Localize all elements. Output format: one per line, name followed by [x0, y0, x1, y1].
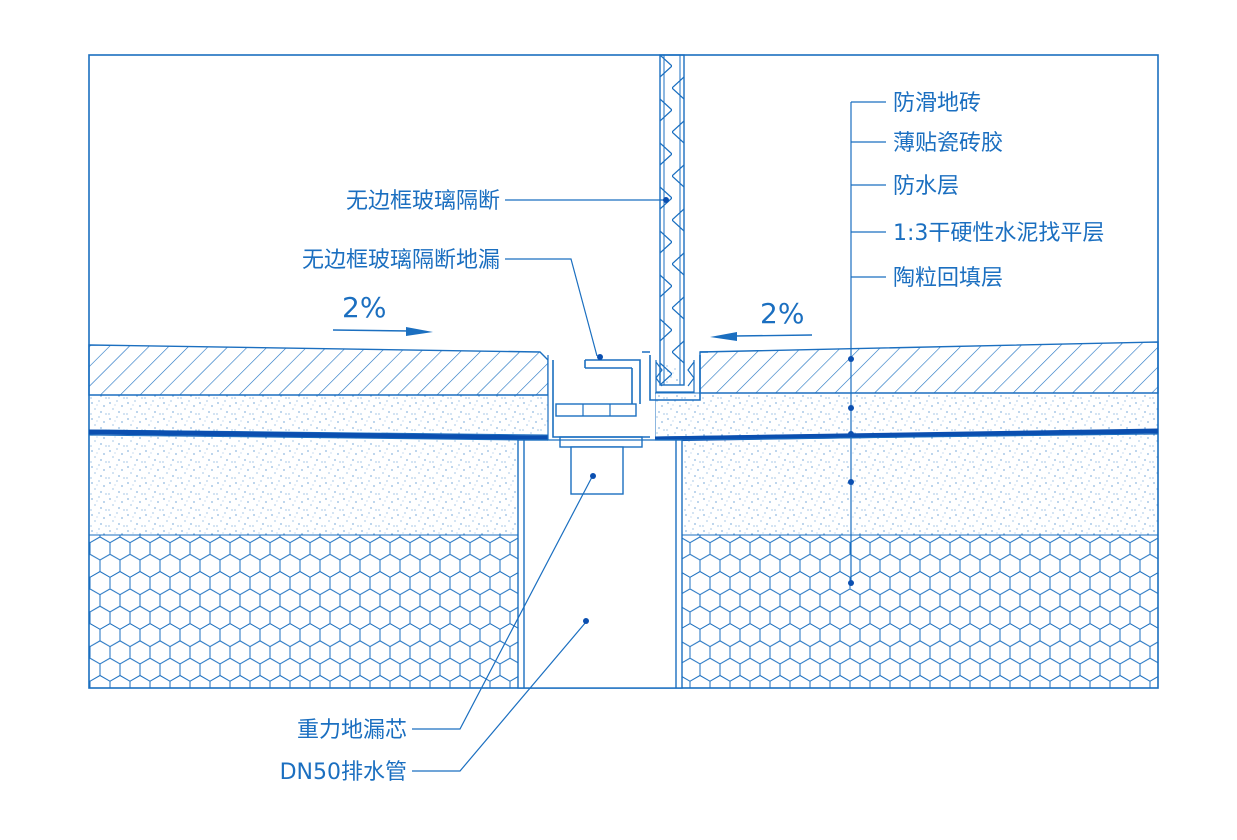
adhesive-layer	[88, 392, 1159, 438]
label-layer-tile: 防滑地砖	[893, 91, 981, 116]
label-layer-screed: 1:3干硬性水泥找平层	[893, 221, 1104, 246]
slope-arrow-left	[332, 327, 433, 336]
label-layer-waterproof: 防水层	[893, 174, 959, 199]
label-drain-pipe: DN50排水管	[280, 760, 407, 785]
slope-label-right: 2%	[760, 297, 804, 330]
linear-drain-body	[547, 351, 708, 448]
waterproof-membrane	[88, 428, 1159, 442]
leader-partition-drain	[505, 258, 603, 360]
backfill-layer	[88, 534, 1159, 689]
label-layer-adhesive: 薄贴瓷砖胶	[893, 131, 1003, 156]
leader-drain-core	[412, 473, 596, 730]
label-layer-backfill: 陶粒回填层	[893, 266, 1003, 291]
label-glass-partition: 无边框玻璃隔断	[346, 189, 500, 214]
slope-arrow-right	[710, 332, 813, 341]
leader-glass-partition	[505, 197, 669, 203]
label-drain-core: 重力地漏芯	[297, 718, 407, 743]
slope-label-left: 2%	[342, 291, 386, 324]
glass-partition	[659, 54, 685, 386]
gravity-drain-core	[570, 446, 624, 495]
label-partition-drain: 无边框玻璃隔断地漏	[302, 248, 500, 273]
leader-drain-pipe	[412, 618, 589, 772]
leader-layers	[848, 101, 886, 586]
screed-layer	[88, 433, 1159, 536]
